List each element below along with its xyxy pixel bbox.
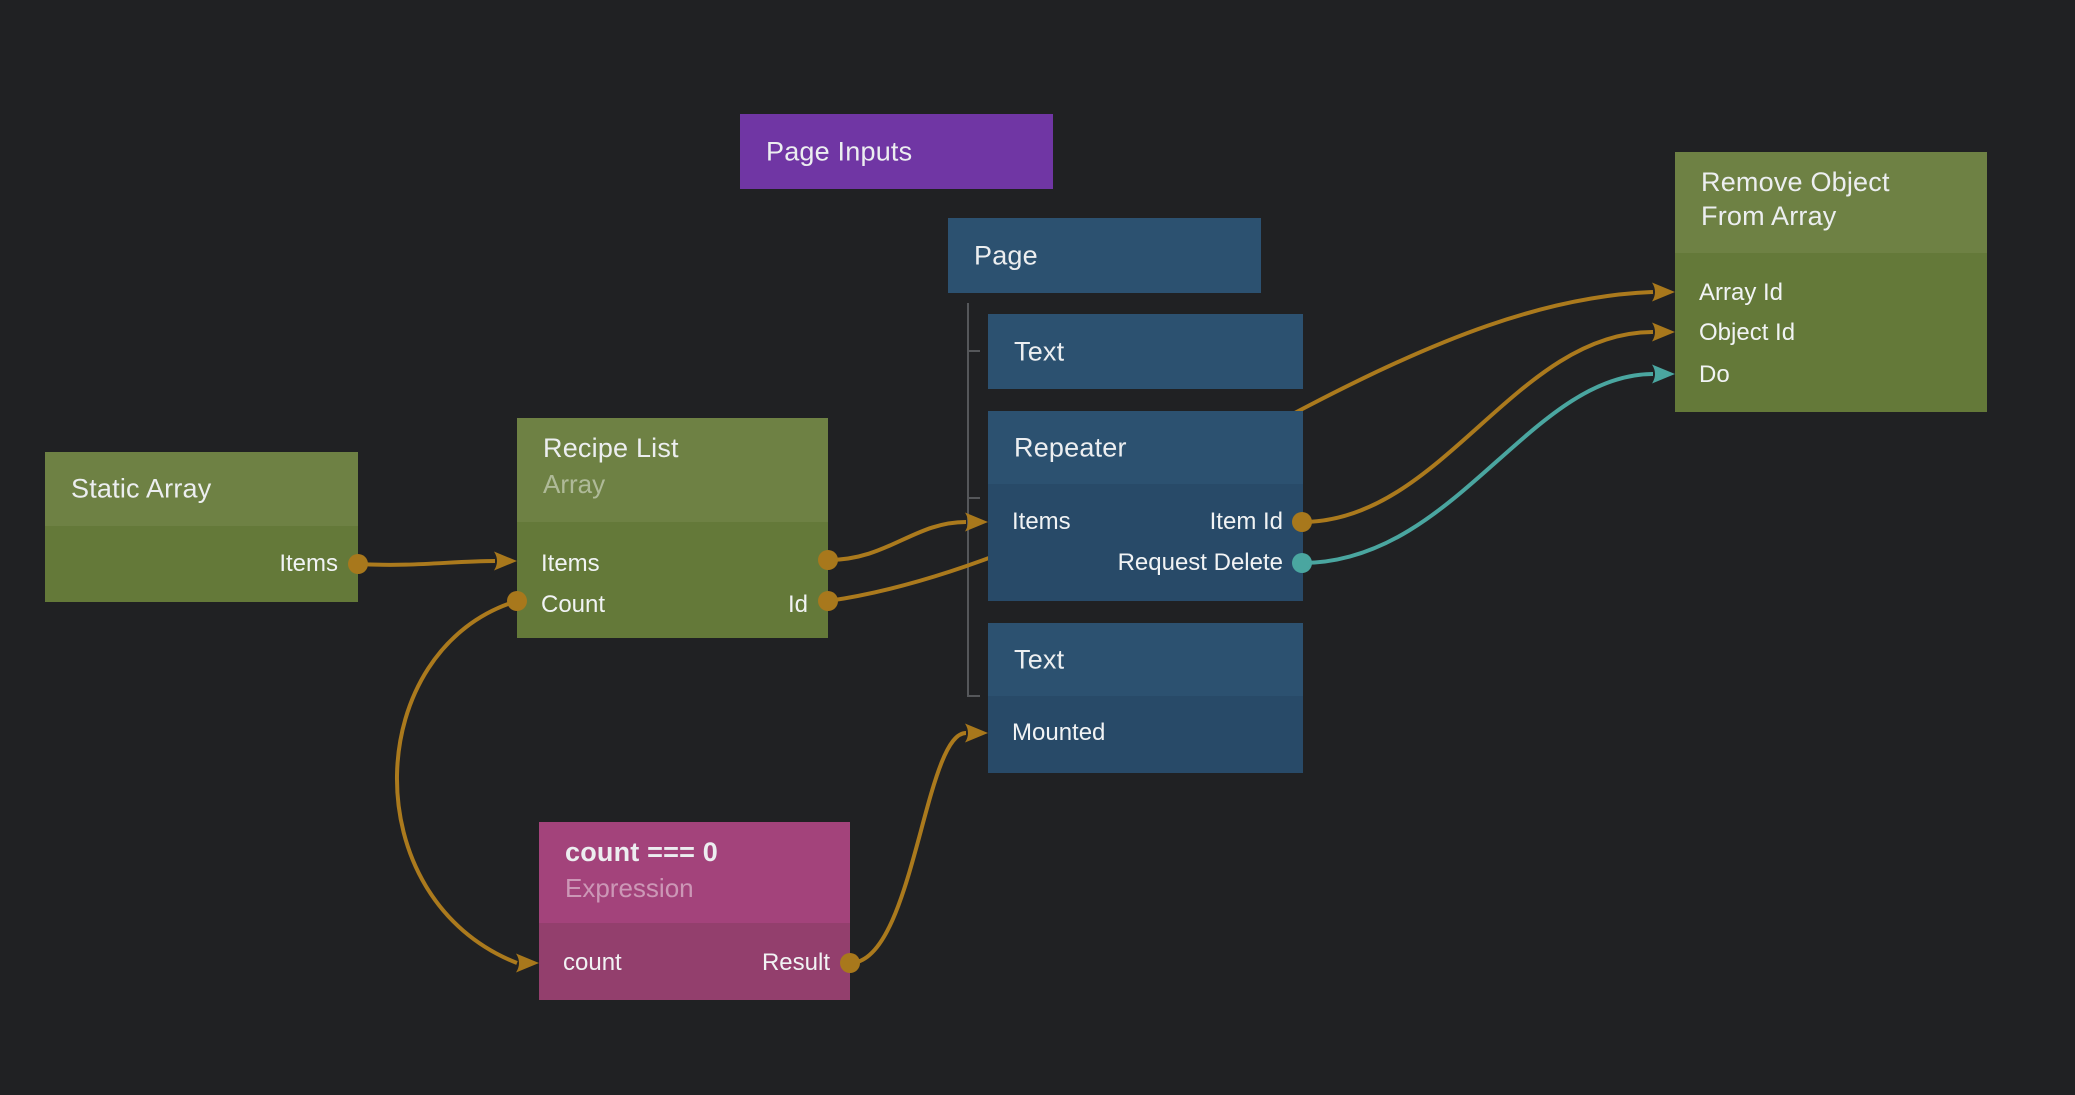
port-repeater-items-input[interactable]: Items (1012, 508, 1071, 535)
port-expression-result-output[interactable]: Result (761, 949, 830, 976)
node-remove-object-from-array[interactable]: Remove Object From Array Array Id Object… (1675, 152, 1987, 412)
node-header: Recipe List Array (517, 418, 828, 522)
port-row: Items Item Id (1012, 505, 1283, 539)
node-title: Static Array (71, 473, 212, 504)
port-repeater-itemid-output[interactable]: Item Id (1209, 508, 1283, 535)
port-recipelist-count-output[interactable]: Count (541, 591, 606, 618)
port-expression-count-input[interactable]: count (563, 949, 622, 976)
connection-recipelist-count-to-expression-count[interactable] (395, 599, 518, 965)
port-row: Items (69, 547, 338, 581)
node-header: Static Array (45, 452, 358, 526)
arrow-repeater-items-input[interactable] (965, 512, 988, 532)
node-body: count Result (539, 923, 850, 1000)
node-static-array[interactable]: Static Array Items (45, 452, 358, 602)
arrow-remove-do-input[interactable] (1652, 364, 1675, 384)
port-row: Count Id (541, 588, 808, 622)
node-body: Items Count Id (517, 522, 828, 638)
node-repeater[interactable]: Repeater Items Item Id Request Delete (988, 411, 1303, 601)
connection-recipelist-items-to-repeater-items[interactable] (827, 520, 967, 562)
node-page-inputs[interactable]: Page Inputs (740, 114, 1053, 189)
port-row: Do (1699, 358, 1967, 392)
node-page[interactable]: Page (948, 218, 1261, 293)
node-title: Page Inputs (766, 136, 913, 166)
node-header: Text (988, 314, 1303, 389)
port-recipelist-items[interactable]: Items (541, 550, 600, 577)
node-body: Items Item Id Request Delete (988, 484, 1303, 601)
port-dot-recipelist-items[interactable] (818, 550, 838, 570)
node-header: count === 0 Expression (539, 822, 850, 923)
port-dot-recipelist-count[interactable] (507, 591, 527, 611)
port-row: Request Delete (1012, 546, 1283, 580)
node-subtitle: Expression (565, 873, 694, 903)
port-remove-do-input[interactable]: Do (1699, 361, 1730, 388)
port-row: Array Id (1699, 276, 1967, 310)
port-dot-expression-result[interactable] (840, 953, 860, 973)
connection-expression-result-to-text-mounted[interactable] (849, 731, 967, 965)
node-header: Text (988, 623, 1303, 696)
arrow-remove-arrayid-input[interactable] (1652, 282, 1675, 302)
connection-staticarray-items-to-recipelist-items[interactable] (357, 559, 496, 567)
port-repeater-requestdelete-output[interactable]: Request Delete (1117, 549, 1283, 576)
arrow-expression-count-input[interactable] (516, 953, 539, 973)
port-row: Object Id (1699, 316, 1967, 350)
node-text-1[interactable]: Text (988, 314, 1303, 389)
port-dot-recipelist-id[interactable] (818, 591, 838, 611)
node-title: Remove Object From Array (1701, 167, 1890, 231)
connection-repeater-requestdelete-to-remove-do[interactable] (1301, 372, 1654, 565)
port-staticarray-items-output[interactable]: Items (279, 550, 338, 577)
node-header: Page (948, 218, 1261, 293)
port-row: Mounted (1012, 716, 1283, 750)
node-title: Recipe List (543, 433, 679, 463)
port-row: Items (541, 547, 808, 581)
port-text-mounted-input[interactable]: Mounted (1012, 719, 1106, 746)
node-expression[interactable]: count === 0 Expression count Result (539, 822, 850, 1000)
node-title: Text (1014, 336, 1065, 366)
node-title: Text (1014, 644, 1065, 674)
port-dot-repeater-requestdelete[interactable] (1292, 553, 1312, 573)
port-dot-repeater-itemid[interactable] (1292, 512, 1312, 532)
node-body: Mounted (988, 696, 1303, 773)
port-dot-staticarray-items[interactable] (348, 554, 368, 574)
node-header: Remove Object From Array (1675, 152, 1987, 253)
node-title: Repeater (1014, 432, 1127, 462)
arrow-text-mounted-input[interactable] (965, 723, 988, 743)
node-title: count === 0 (565, 837, 719, 867)
arrow-recipelist-items-input[interactable] (494, 551, 517, 571)
node-recipe-list[interactable]: Recipe List Array Items Count Id (517, 418, 828, 638)
arrow-remove-objectid-input[interactable] (1652, 322, 1675, 342)
hierarchy-line (967, 303, 980, 697)
connection-recipelist-id-to-remove-arrayid[interactable] (827, 290, 1654, 603)
node-body: Items (45, 526, 358, 602)
node-header: Repeater (988, 411, 1303, 484)
node-body: Array Id Object Id Do (1675, 253, 1987, 412)
connection-repeater-itemid-to-remove-objectid[interactable] (1301, 330, 1654, 524)
port-row: count Result (563, 946, 830, 980)
node-title: Page (974, 240, 1038, 270)
port-remove-objectid-input[interactable]: Object Id (1699, 319, 1796, 346)
node-subtitle: Array (543, 469, 606, 499)
node-header: Page Inputs (740, 114, 1053, 189)
port-remove-arrayid-input[interactable]: Array Id (1699, 279, 1784, 306)
node-text-2[interactable]: Text Mounted (988, 623, 1303, 773)
port-recipelist-id-output[interactable]: Id (787, 591, 808, 618)
